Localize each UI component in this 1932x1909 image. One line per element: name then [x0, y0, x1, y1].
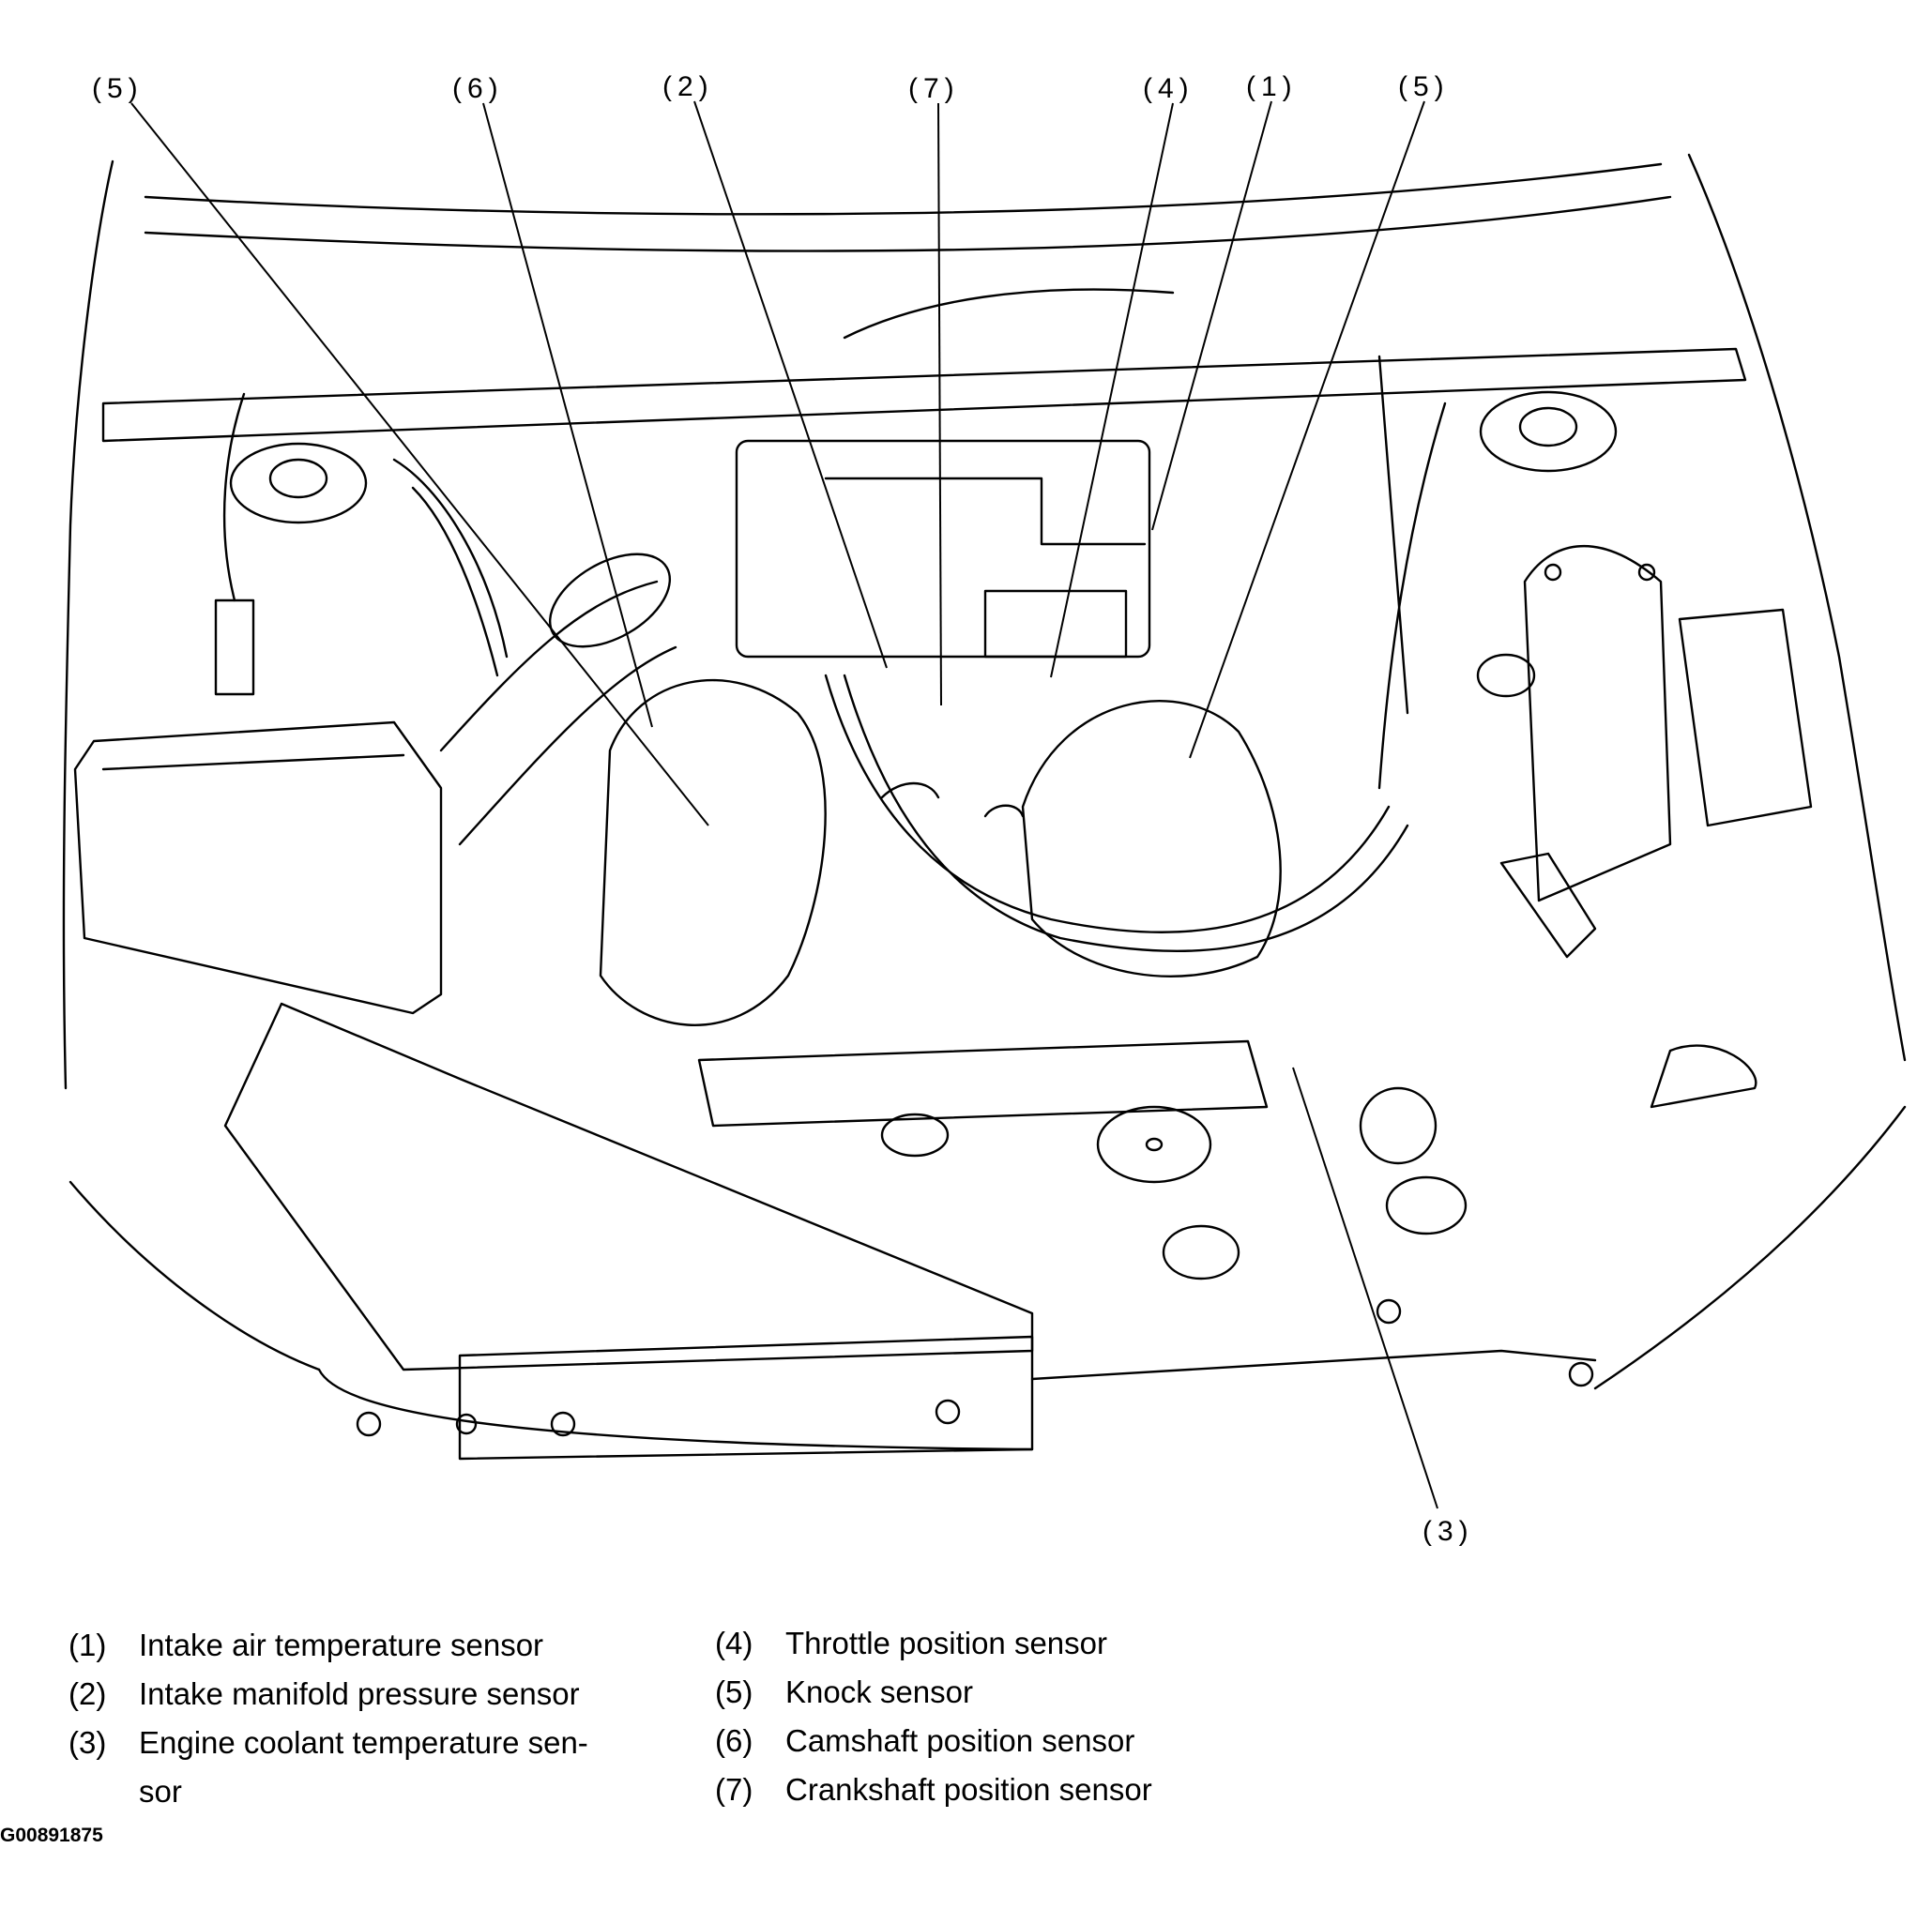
legend-text: Throttle position sensor: [785, 1626, 1108, 1660]
callout-label-5-left: (5): [92, 73, 144, 104]
legend-item-6: (6) Camshaft position sensor: [715, 1717, 1316, 1765]
leader-line-4: [1050, 102, 1174, 678]
legend-number: (5): [715, 1674, 753, 1709]
legend-text: Knock sensor: [785, 1674, 973, 1709]
leader-line-5-right: [1189, 100, 1425, 759]
engine-illustration: [62, 153, 1907, 1461]
legend-number: (6): [715, 1723, 753, 1758]
callout-label-2: (2): [662, 71, 714, 102]
callout-leader-lines: [130, 100, 1438, 1509]
figure-code: G00891875: [0, 1825, 103, 1846]
legend-number: (4): [715, 1626, 753, 1660]
leader-line-5-left: [130, 102, 709, 826]
legend-text-continued: sor: [139, 1774, 182, 1809]
legend-text: Crankshaft position sensor: [785, 1772, 1152, 1807]
leader-line-2: [693, 100, 888, 669]
legend-item-7: (7) Crankshaft position sensor: [715, 1765, 1316, 1814]
legend-number: (1): [68, 1628, 107, 1662]
legend-item-2: (2) Intake manifold pressure sensor: [68, 1670, 669, 1719]
legend-text: Intake manifold pressure sensor: [139, 1676, 580, 1711]
leader-line-6: [482, 102, 653, 728]
legend-item-3-continued: sor: [68, 1767, 669, 1816]
legend-text: Camshaft position sensor: [785, 1723, 1135, 1758]
callout-label-3: (3): [1422, 1516, 1474, 1547]
legend-number: (7): [715, 1772, 753, 1807]
legend-number: (2): [68, 1676, 107, 1711]
engine-compartment-diagram: (5) (6) (2) (7) (4) (1) (5) (3): [62, 71, 1907, 1547]
legend-item-5: (5) Knock sensor: [715, 1668, 1316, 1717]
legend-text: Intake air temperature sensor: [139, 1628, 544, 1662]
legend-item-1: (1) Intake air temperature sensor: [68, 1621, 669, 1670]
leader-line-1: [1151, 100, 1272, 531]
legend-number: (3): [68, 1725, 107, 1760]
legend-item-4: (4) Throttle position sensor: [715, 1619, 1316, 1668]
callout-label-4: (4): [1143, 73, 1194, 104]
leader-line-3: [1292, 1067, 1438, 1509]
legend-column-1: (1) Intake air temperature sensor (2) In…: [68, 1621, 669, 1816]
legend-item-3: (3) Engine coolant temperature sen-: [68, 1719, 669, 1767]
legend-column-2: (4) Throttle position sensor (5) Knock s…: [715, 1619, 1316, 1814]
callout-label-7: (7): [908, 73, 960, 104]
callout-label-1: (1): [1246, 71, 1298, 102]
legend-text: Engine coolant temperature sen-: [139, 1725, 588, 1760]
callout-label-6: (6): [452, 73, 504, 104]
callout-label-5-right: (5): [1398, 71, 1450, 102]
leader-line-7: [937, 102, 942, 706]
